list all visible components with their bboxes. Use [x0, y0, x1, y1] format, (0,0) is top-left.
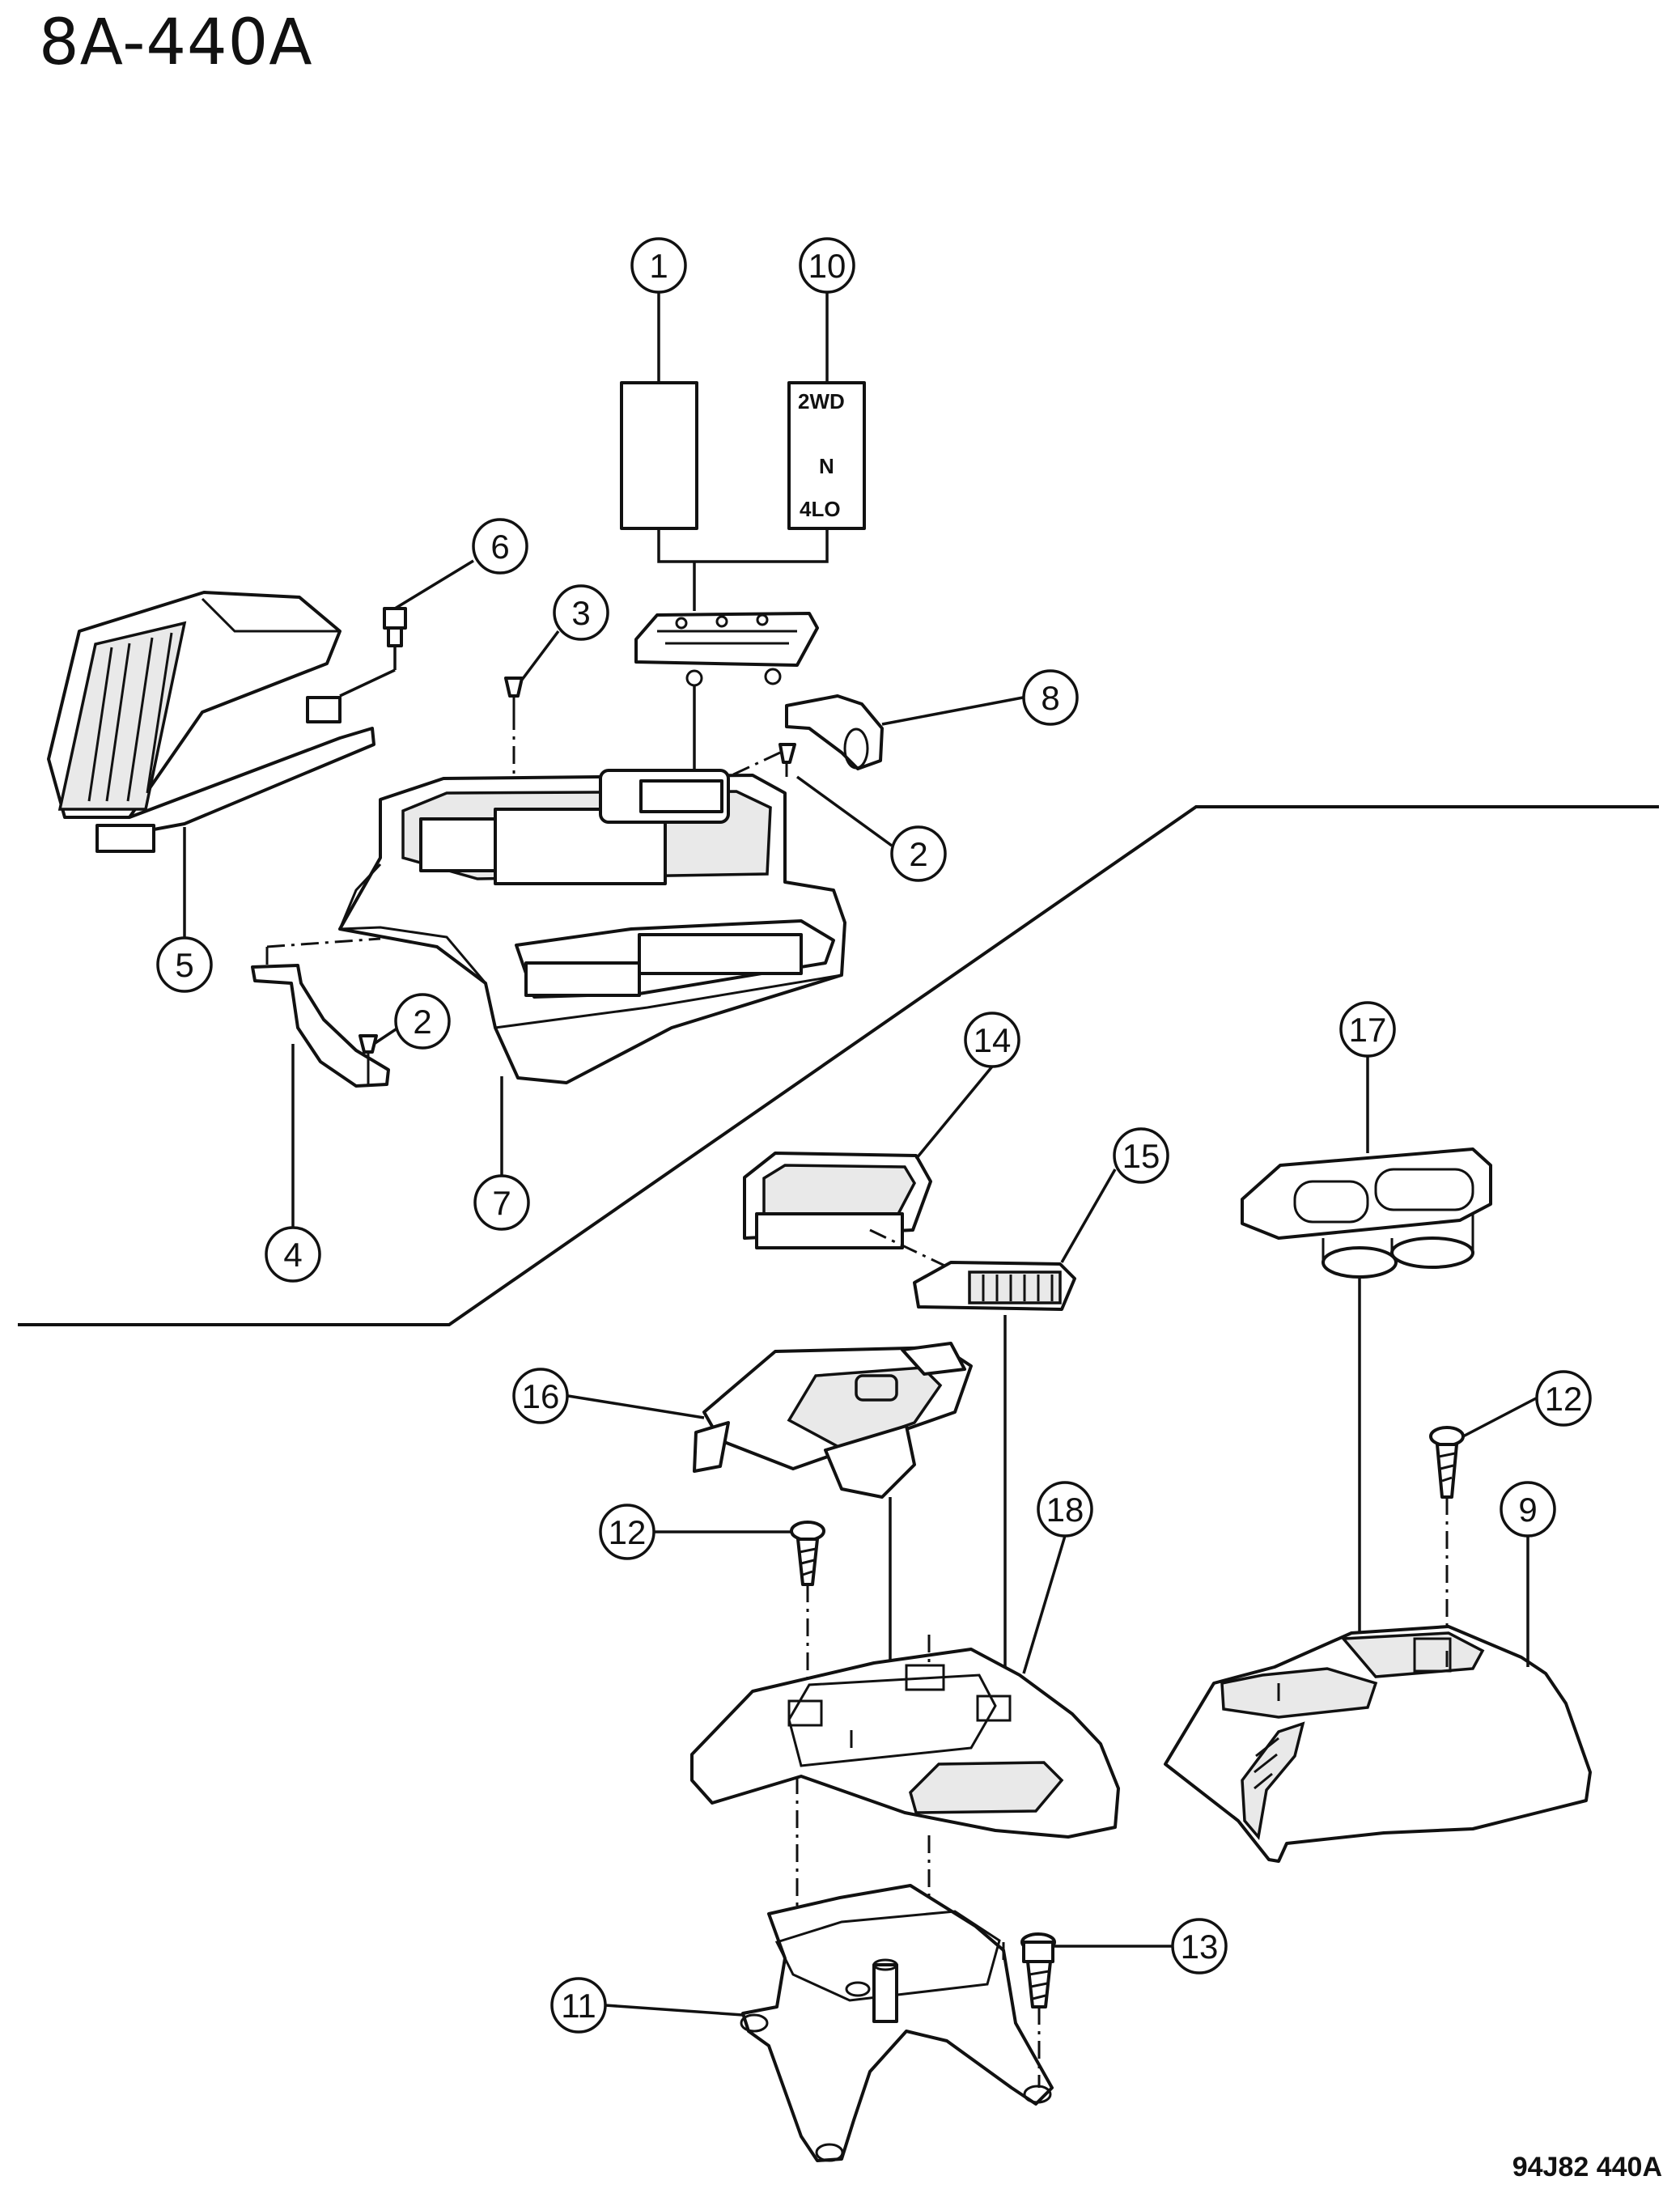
leader-2a: [795, 775, 893, 847]
callout-8: 8: [1022, 669, 1079, 726]
drawing-code: 94J82 440A: [1512, 2152, 1662, 2182]
shift-label-n: N: [819, 454, 834, 478]
part-2-upper-dash-line: [728, 751, 781, 778]
leader-8: [881, 696, 1024, 726]
callout-12-right-text: 12: [1545, 1380, 1583, 1418]
part-16-shift-bezel: [693, 1342, 973, 1499]
callout-12-left-text: 12: [609, 1513, 647, 1551]
callout-13: 13: [1171, 1918, 1228, 1975]
callout-2-lower-text: 2: [413, 1003, 431, 1041]
callout-3-text: 3: [571, 594, 590, 632]
part-8-bracket: [785, 694, 884, 770]
part-13-bolt: [1020, 1932, 1056, 2008]
callout-17-text: 17: [1349, 1011, 1387, 1049]
part-2-screw-lower: [358, 1034, 378, 1068]
callout-7: 7: [473, 1174, 530, 1231]
callout-18: 18: [1037, 1481, 1093, 1538]
callout-2-upper: 2: [890, 825, 947, 882]
callout-9-text: 9: [1518, 1491, 1537, 1529]
callout-14: 14: [964, 1012, 1020, 1068]
leader-2b: [373, 1026, 399, 1046]
callout-5-text: 5: [175, 946, 193, 984]
callout-2-upper-text: 2: [909, 835, 927, 873]
leader-18: [1022, 1535, 1067, 1674]
callout-13-text: 13: [1181, 1928, 1219, 1966]
callout-14-text: 14: [974, 1021, 1012, 1059]
labels-bracket-line: [657, 528, 829, 563]
part-18-console-top: [690, 1635, 1120, 1839]
callout-16: 16: [512, 1368, 569, 1424]
callout-12-right: 12: [1535, 1370, 1592, 1427]
callout-11: 11: [550, 1977, 607, 2034]
part-12-screw-left: [790, 1521, 825, 1586]
leader-11: [605, 2004, 744, 2017]
part-4-mount-bracket: [251, 964, 390, 1088]
callout-6-text: 6: [490, 528, 509, 566]
part-14-bin-insert: [743, 1152, 932, 1249]
part-17-cup-holder: [1241, 1147, 1492, 1279]
callout-4-text: 4: [283, 1236, 302, 1274]
page-id: 8A-440A: [39, 6, 313, 79]
callout-4: 4: [265, 1226, 321, 1283]
part-10-shift-label: [787, 381, 866, 530]
callout-15: 15: [1113, 1127, 1169, 1184]
callout-1: 1: [630, 237, 687, 294]
part-6-screw: [383, 607, 407, 647]
callout-10-text: 10: [808, 247, 846, 285]
part-1-label: [620, 381, 698, 530]
shift-label-4lo: 4LO: [800, 497, 841, 521]
callout-2-lower: 2: [394, 993, 451, 1050]
callout-6: 6: [472, 518, 528, 575]
part-9-console: [1164, 1625, 1592, 1863]
part-2-screw-upper: [778, 743, 796, 777]
leader-6: [394, 559, 474, 610]
console-mount-dash-line: [266, 937, 381, 948]
callout-3: 3: [553, 584, 609, 641]
callout-7-text: 7: [492, 1184, 511, 1222]
callout-9: 9: [1500, 1481, 1556, 1538]
callout-8-text: 8: [1041, 679, 1059, 717]
part-12-screw-right: [1429, 1426, 1465, 1499]
callout-12-left: 12: [599, 1504, 655, 1560]
bin-insert-dash-line: [869, 1228, 956, 1272]
callout-5: 5: [156, 936, 213, 993]
indicator-bezel: [634, 612, 819, 687]
leader-14: [914, 1065, 994, 1160]
leader-3: [520, 630, 560, 681]
section-divider-line: [18, 805, 1659, 1326]
shift-label-2wd: 2WD: [798, 389, 845, 414]
callout-11-text: 11: [561, 1987, 596, 2025]
callout-1-text: 1: [649, 247, 668, 285]
callout-10: 10: [799, 237, 855, 294]
callout-17: 17: [1339, 1001, 1396, 1058]
part-5-shift-bezel: [47, 591, 397, 853]
leader-16: [567, 1394, 705, 1419]
part-15-grille: [913, 1261, 1076, 1311]
part-11-base-bracket: [740, 1884, 1054, 2162]
leader-15: [1060, 1169, 1117, 1263]
callout-16-text: 16: [522, 1377, 560, 1415]
part-3-screw: [504, 677, 524, 712]
leader-12b: [1462, 1397, 1537, 1438]
callout-18-text: 18: [1046, 1491, 1084, 1529]
callout-15-text: 15: [1122, 1137, 1160, 1175]
part-7-floor-console: [338, 769, 846, 1084]
